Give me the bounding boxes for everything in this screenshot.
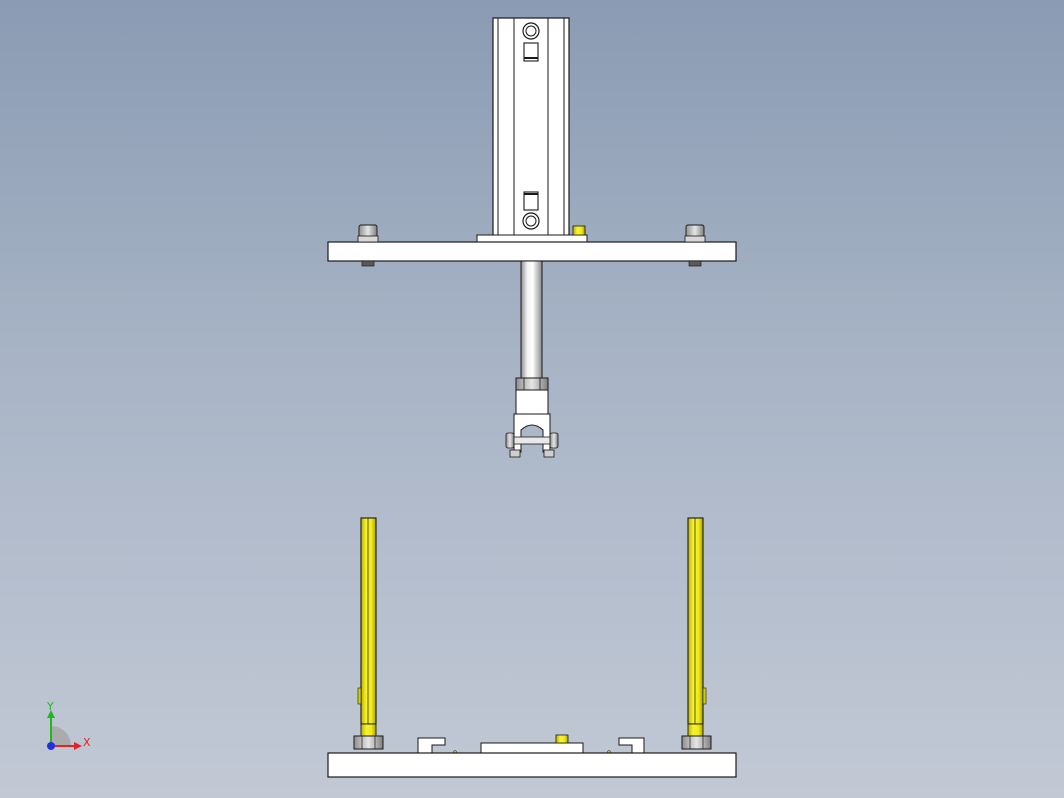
guide-post-nut-left <box>353 735 384 750</box>
z-axis-dot <box>47 742 55 750</box>
cylinder-body[interactable] <box>492 17 570 237</box>
rod-hex-nut <box>515 377 549 391</box>
y-axis-label: Y <box>46 700 54 713</box>
top-port <box>522 22 540 62</box>
piston-rod[interactable] <box>520 260 543 379</box>
coordinate-triad: Y X <box>46 700 91 750</box>
guide-post-right[interactable] <box>687 517 707 737</box>
locating-block-left[interactable] <box>417 737 446 754</box>
workpiece-plate[interactable] <box>480 742 584 754</box>
cylinder-flange[interactable] <box>476 234 588 243</box>
workpiece-yellow-pin <box>555 734 569 744</box>
flange-yellow-nut <box>572 225 586 236</box>
rod-clevis[interactable] <box>505 389 559 458</box>
top-plate-bolt-right[interactable] <box>684 224 706 267</box>
top-plate[interactable] <box>327 241 737 262</box>
guide-post-nut-right <box>681 735 712 750</box>
x-axis-label: X <box>83 736 91 749</box>
top-plate-bolt-left[interactable] <box>357 224 379 267</box>
guide-post-left[interactable] <box>357 517 377 737</box>
y-axis-arrowhead <box>47 710 55 718</box>
bottom-port <box>522 191 540 230</box>
x-axis-arrowhead <box>74 742 82 750</box>
base-plate[interactable] <box>327 752 737 778</box>
locating-block-right[interactable] <box>618 737 645 754</box>
